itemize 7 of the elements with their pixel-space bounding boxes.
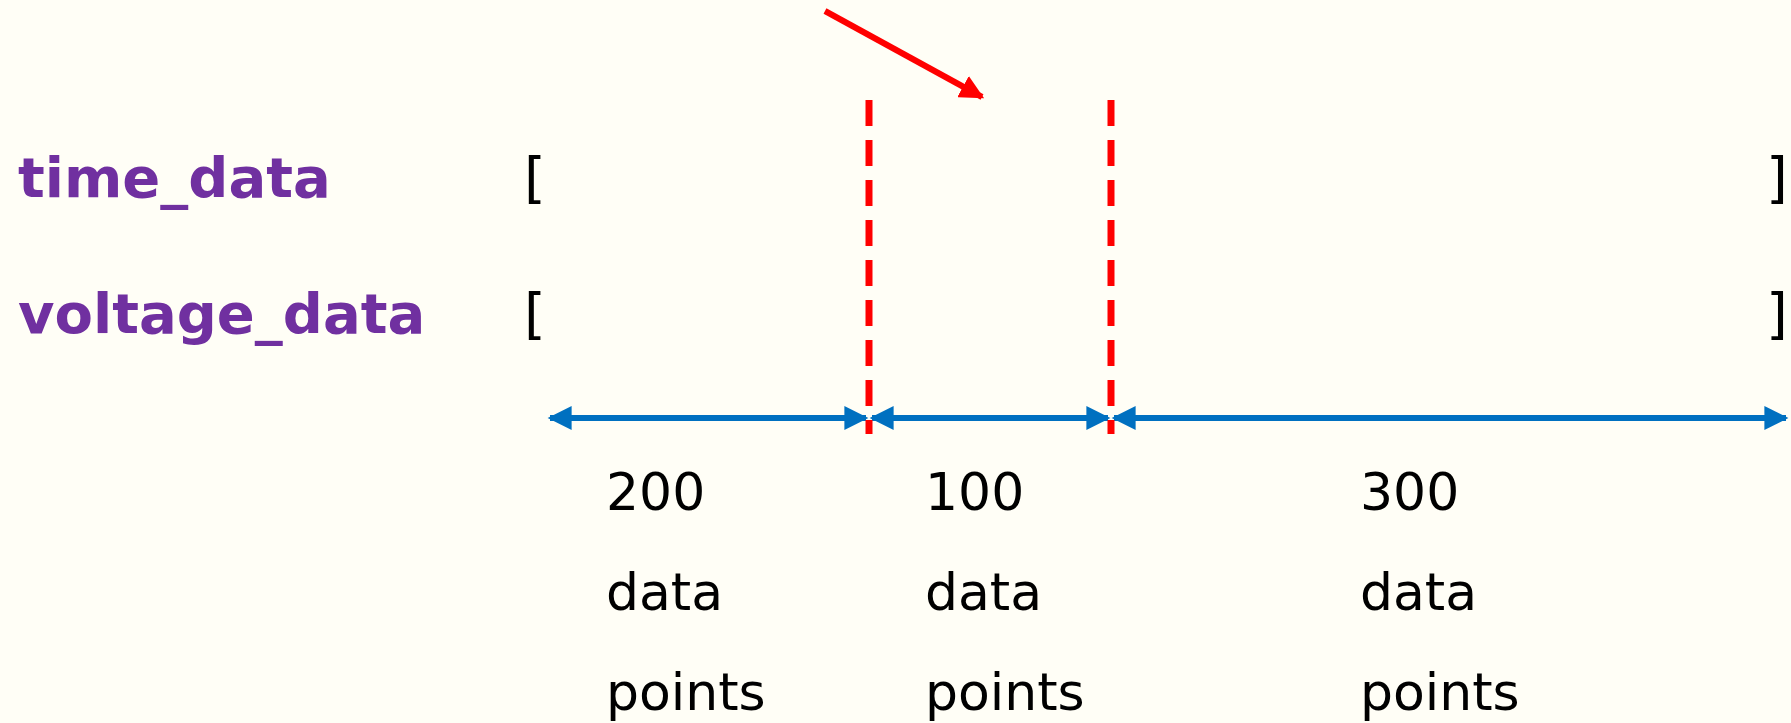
bracket: ] xyxy=(1766,150,1788,206)
segment-label: 200 data points xyxy=(606,461,767,723)
segment-label: 300 data points xyxy=(1360,461,1521,723)
bracket: [ xyxy=(524,150,546,206)
bracket: [ xyxy=(524,286,546,342)
segment-label: 100 data points xyxy=(925,461,1086,723)
bracket: ] xyxy=(1766,286,1788,342)
